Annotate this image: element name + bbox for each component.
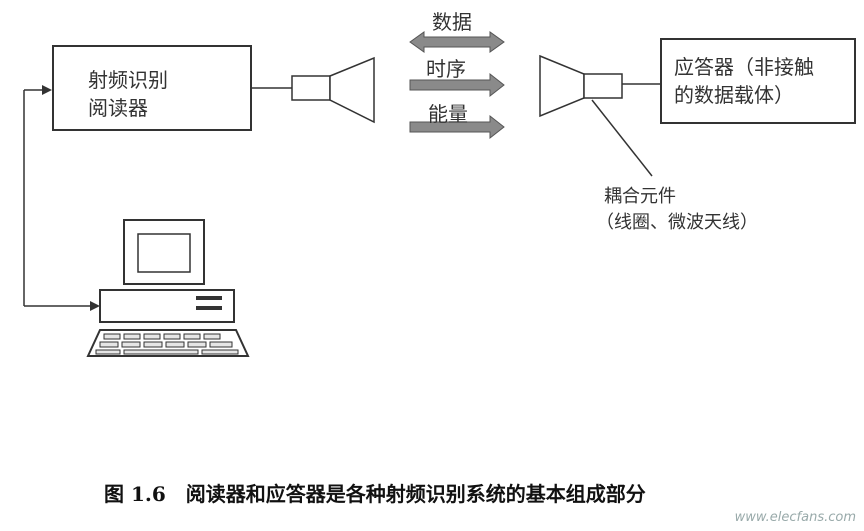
reader-antenna-icon [291,56,375,124]
computer-icon [86,219,250,357]
energy-flow-label: 能量 [428,102,468,126]
figure-caption: 图 1.6 阅读器和应答器是各种射频识别系统的基本组成部分 [104,482,646,506]
coupling-element-label: 耦合元件 [604,186,676,207]
transponder-antenna-icon [539,54,623,118]
transponder-label-line1: 应答器（非接触 [674,55,814,79]
reader-label-line1: 射频识别 [88,68,168,92]
timing-arrow-icon [409,72,505,98]
reader-computer-link [23,85,100,311]
coupling-pointer-line [591,99,653,177]
energy-arrow-icon [409,114,505,140]
watermark: www.elecfans.com [734,510,856,525]
coupling-element-sublabel: （线圈、微波天线） [596,212,758,233]
data-flow-label: 数据 [432,10,472,34]
transponder-label-line2: 的数据载体） [674,83,794,107]
data-double-arrow-icon [409,31,505,53]
reader-label-line2: 阅读器 [88,96,148,120]
transponder-block [660,38,856,124]
rfid-reader-block [52,45,252,131]
timing-flow-label: 时序 [426,57,466,81]
